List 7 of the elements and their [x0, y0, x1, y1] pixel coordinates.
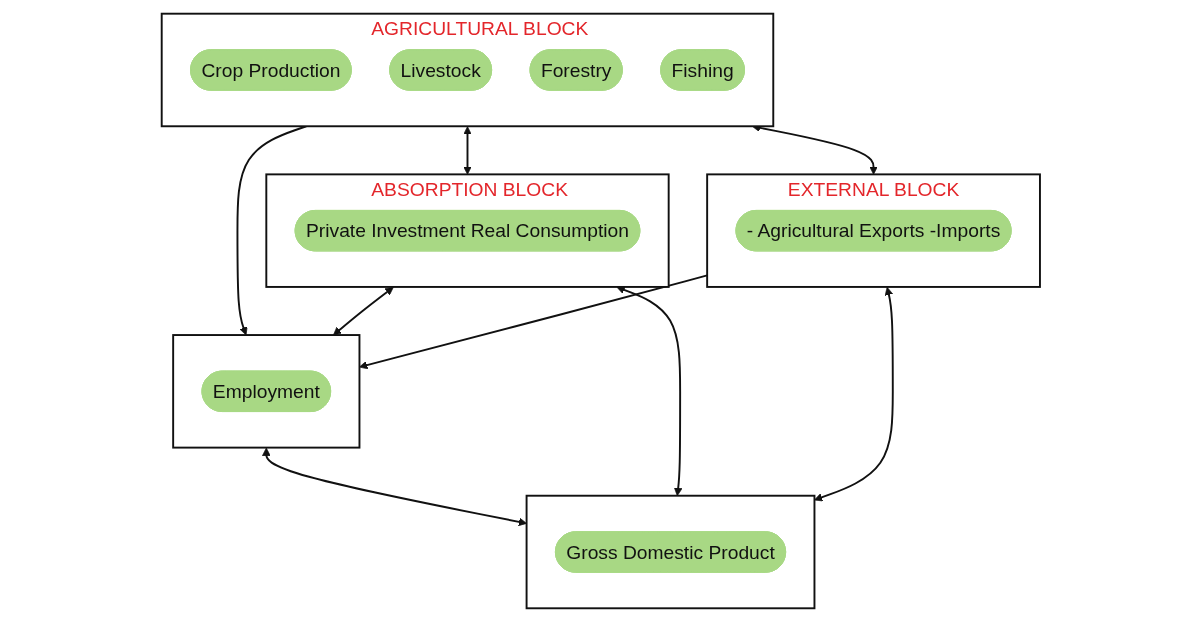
arrow: [616, 285, 683, 496]
arrow: [236, 124, 308, 335]
arrow: [463, 125, 472, 175]
cluster: [172, 333, 361, 449]
arrow: [333, 286, 394, 335]
cluster: [525, 494, 816, 609]
arrow: [814, 286, 894, 501]
